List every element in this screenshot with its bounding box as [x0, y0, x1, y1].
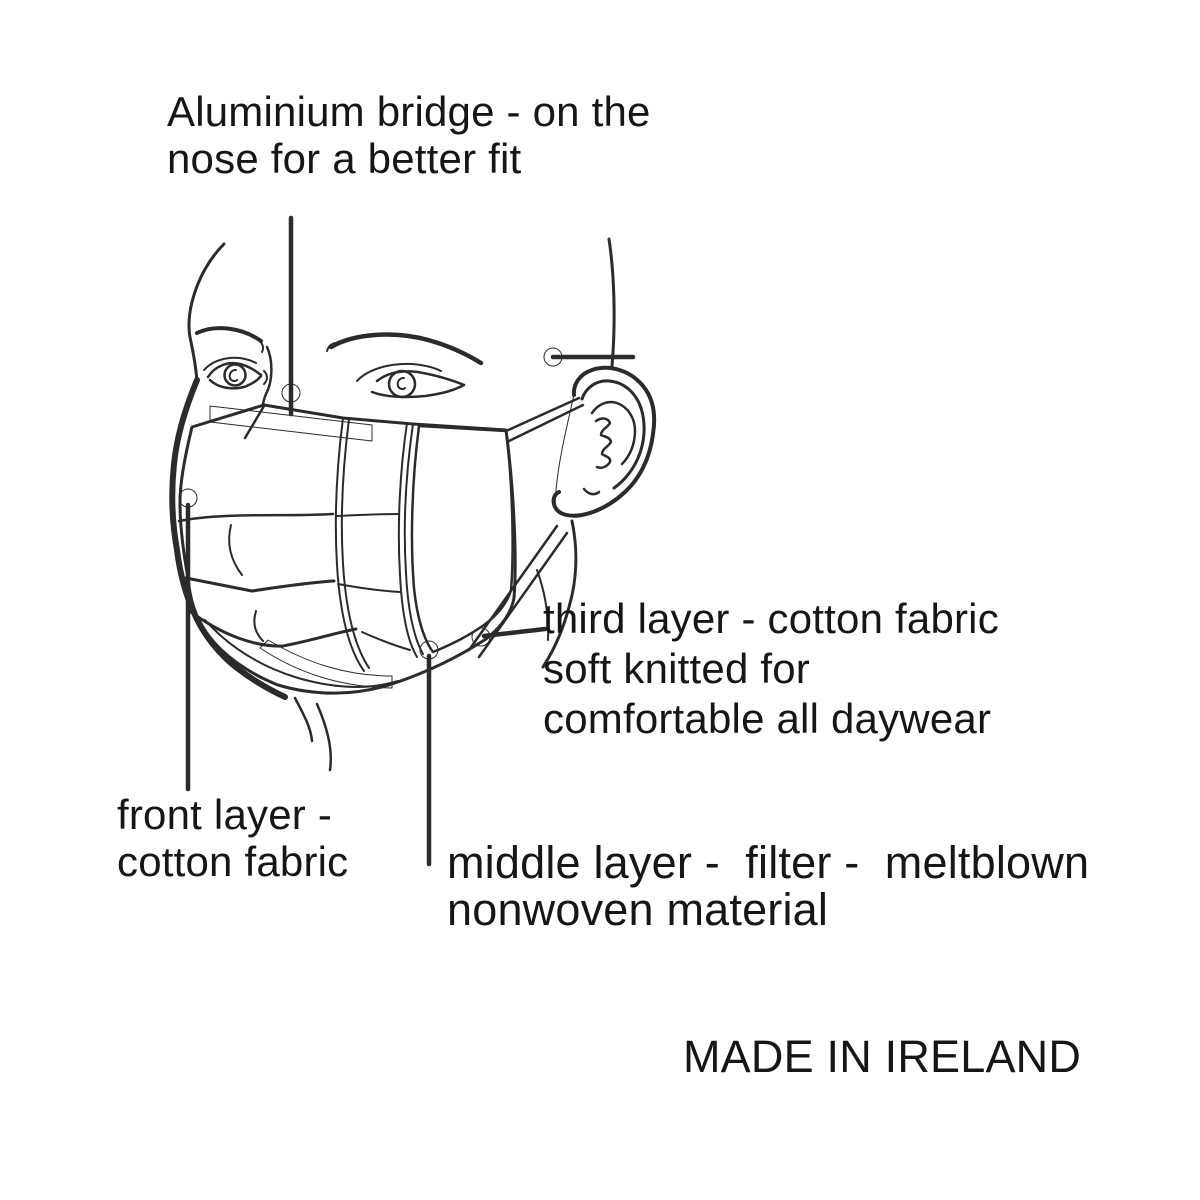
neck-front-line — [536, 569, 550, 641]
pleat-a-line-2 — [340, 418, 370, 669]
ear-tragus-squiggle — [594, 417, 613, 470]
left-eyebrow-tail — [258, 339, 264, 353]
nose-side-shadow — [261, 345, 273, 407]
left-eye-corner-mark — [263, 370, 268, 385]
lower-strap-line-1 — [467, 524, 559, 652]
left-iris — [223, 363, 247, 387]
ear-drawing — [551, 365, 657, 518]
left-eye-lower-lid — [208, 374, 263, 390]
head-side-line — [607, 237, 616, 368]
fold-line-3-right — [361, 631, 411, 651]
nose-area-stipple-texture — [209, 405, 373, 442]
annotation-leaders — [178, 215, 636, 867]
ear-leader-dot — [543, 347, 563, 367]
mask-drawing — [177, 403, 517, 695]
pleat-a-line-1 — [334, 417, 365, 672]
left-eye-upper-lid — [206, 361, 263, 379]
dark-face-profile — [169, 377, 288, 700]
bridge-leader-dot — [281, 383, 301, 403]
hem-inner-line — [204, 619, 399, 689]
right-eyebrow-hook — [326, 342, 336, 352]
ear-inner-rim-1 — [580, 379, 646, 490]
made-in-ireland-label: MADE IN IRELAND — [683, 1031, 1082, 1082]
ear-lobe-curve — [582, 487, 601, 496]
nose-bridge-crease — [243, 404, 266, 440]
right-iris — [387, 369, 417, 399]
face-line-art — [187, 237, 616, 772]
front-layer-label: front layer - cotton fabric — [117, 791, 349, 885]
fold-line-2-left — [184, 576, 336, 593]
aluminium-bridge-label: Aluminium bridge - on the nose for a bet… — [167, 88, 651, 182]
left-pupil — [228, 369, 238, 383]
chin-stroke-2 — [315, 702, 332, 772]
pleat-b-line-1 — [397, 422, 418, 658]
mask-crease-2 — [253, 610, 264, 642]
third-layer-leader-dot — [471, 627, 491, 647]
chin-stroke-1 — [293, 696, 314, 743]
right-pupil — [396, 377, 406, 391]
mask-crease-1 — [228, 524, 243, 576]
fold-line-3-left — [189, 610, 358, 648]
third-layer-label: third layer - cotton fabric soft knitted… — [543, 595, 999, 742]
pleat-b-line-2 — [403, 423, 424, 655]
ear-outer-outline — [551, 365, 657, 518]
hem-stipple-texture — [259, 639, 393, 689]
right-eye-upper-lid — [375, 370, 466, 387]
right-eyebrow — [328, 332, 484, 366]
left-eyebrow — [195, 326, 263, 343]
fold-line-1-left — [177, 512, 335, 523]
third-layer-leader-line — [481, 626, 548, 639]
fold-line-1-right — [336, 513, 400, 517]
upper-strap-line-1 — [504, 396, 581, 433]
right-eye-lower-lid — [370, 383, 466, 399]
left-eye-crease — [203, 356, 257, 371]
upper-strap-line-2 — [507, 403, 585, 443]
jaw-neck-line — [541, 519, 578, 669]
fold-line-2-right — [337, 583, 401, 593]
ear-inner-rim-2 — [590, 400, 637, 466]
right-eye-crease — [356, 362, 442, 382]
third-layer-knitted-band — [410, 424, 514, 654]
front-layer-leader-dot — [178, 488, 198, 508]
ear-fill — [554, 367, 655, 517]
middle-layer-leader-dot — [419, 640, 439, 660]
forehead-nose-profile — [187, 242, 226, 383]
middle-layer-label: middle layer - filter - meltblown nonwov… — [447, 837, 1090, 935]
